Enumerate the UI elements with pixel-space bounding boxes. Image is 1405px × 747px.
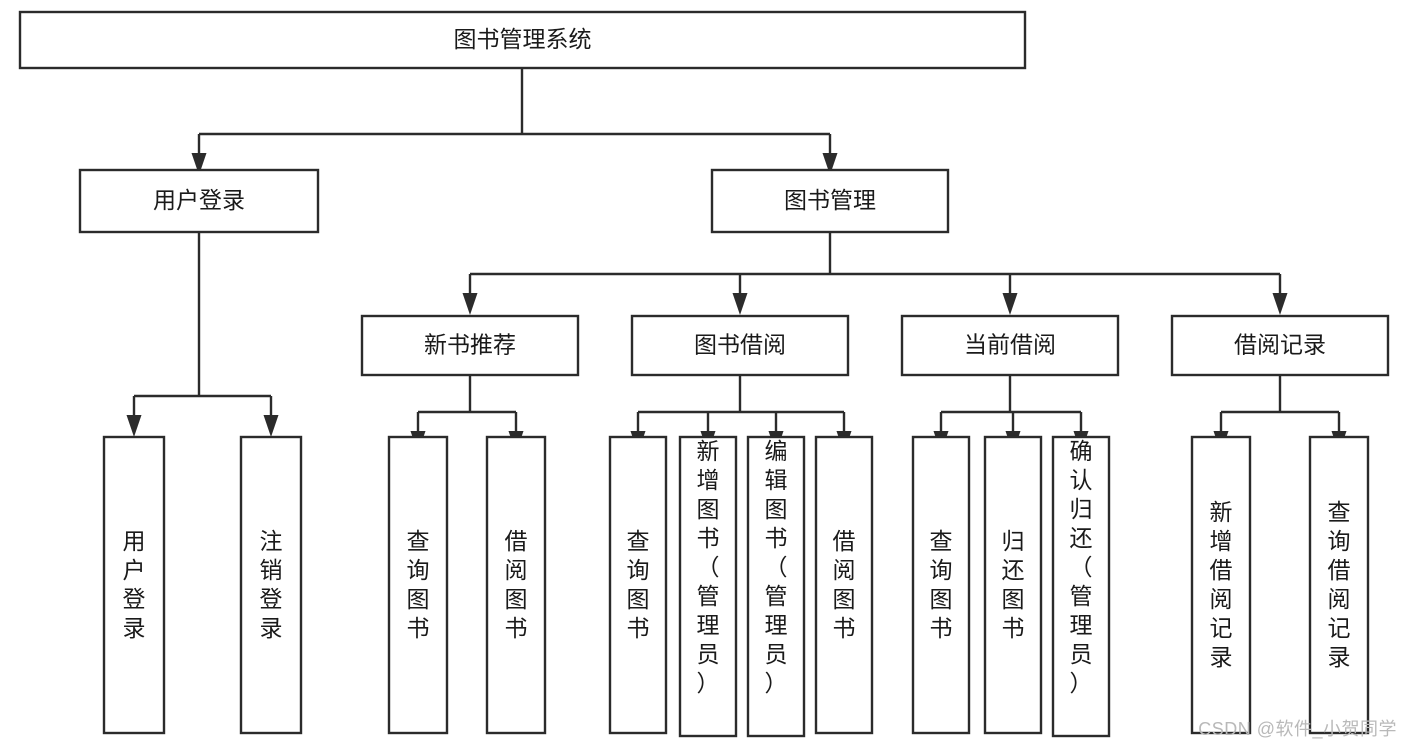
connector-level1-book-to-level2 [462,232,1288,315]
watermark-text: CSDN @软件_小贺同学 [1198,719,1397,739]
connector-layer [126,68,1347,453]
connector-root-to-level1 [191,68,838,175]
connector-user-login-to-leaves [126,232,279,437]
node-leaf-borrow-book-1[interactable]: 借阅图书 [485,435,547,735]
node-box[interactable] [630,314,850,377]
node-box[interactable] [814,435,874,735]
node-leaf-user-logout[interactable]: 注销登录 [239,435,303,735]
node-label: 用户登录 [123,528,146,641]
node-box[interactable] [983,435,1043,735]
arrow-head-icon [1272,293,1288,315]
node-label: 编辑图书（管理员） [765,438,788,696]
node-box[interactable] [710,168,950,234]
node-leaf-edit-book-admin[interactable]: 编辑图书（管理员） [746,435,806,738]
node-box[interactable] [1051,435,1111,738]
node-box[interactable] [1170,314,1390,377]
node-box[interactable] [608,435,668,735]
node-label: 图书借阅 [694,332,786,358]
node-label: 用户登录 [153,187,245,213]
node-box[interactable] [485,435,547,735]
node-box[interactable] [1308,435,1370,735]
arrow-head-icon [822,153,838,175]
arrow-head-icon [1002,293,1018,315]
node-label: 借阅记录 [1234,332,1326,358]
node-root[interactable]: 图书管理系统 [18,10,1027,70]
node-box[interactable] [678,435,738,738]
node-box[interactable] [360,314,580,377]
node-book-borrow[interactable]: 图书借阅 [630,314,850,377]
node-label: 查询借阅记录 [1328,499,1351,670]
arrow-head-icon [126,415,142,437]
node-box[interactable] [387,435,449,735]
node-label: 确认归还（管理员） [1070,438,1093,696]
node-label: 注销登录 [260,528,283,641]
node-leaf-return-book[interactable]: 归还图书 [983,435,1043,735]
node-new-book-recommend[interactable]: 新书推荐 [360,314,580,377]
node-label: 图书管理 [784,187,876,213]
node-borrow-record[interactable]: 借阅记录 [1170,314,1390,377]
node-box[interactable] [900,314,1120,377]
node-layer: 图书管理系统用户登录图书管理新书推荐图书借阅当前借阅借阅记录用户登录注销登录查询… [18,10,1390,738]
node-box[interactable] [78,168,320,234]
node-box[interactable] [1190,435,1252,735]
node-label: 新增图书（管理员） [697,438,720,696]
node-label: 借阅图书 [833,528,856,641]
arrow-head-icon [263,415,279,437]
node-label: 归还图书 [1002,528,1025,641]
node-box[interactable] [102,435,166,735]
node-leaf-query-borrow-record[interactable]: 查询借阅记录 [1308,435,1370,735]
node-leaf-add-book-admin[interactable]: 新增图书（管理员） [678,435,738,738]
arrow-head-icon [191,153,207,175]
node-label: 图书管理系统 [454,26,592,52]
arrow-head-icon [732,293,748,315]
node-current-borrow[interactable]: 当前借阅 [900,314,1120,377]
node-leaf-confirm-return-admin[interactable]: 确认归还（管理员） [1051,435,1111,738]
node-leaf-query-book-1[interactable]: 查询图书 [387,435,449,735]
node-leaf-query-book-2[interactable]: 查询图书 [608,435,668,735]
node-label: 查询图书 [627,528,650,641]
node-label: 查询图书 [930,528,953,641]
node-label: 查询图书 [407,528,430,641]
node-box[interactable] [911,435,971,735]
node-label: 借阅图书 [505,528,528,641]
node-label: 当前借阅 [964,332,1056,358]
node-leaf-add-borrow-record[interactable]: 新增借阅记录 [1190,435,1252,735]
arrow-head-icon [462,293,478,315]
node-box[interactable] [239,435,303,735]
node-label: 新书推荐 [424,332,516,358]
node-leaf-user-login[interactable]: 用户登录 [102,435,166,735]
node-leaf-query-book-3[interactable]: 查询图书 [911,435,971,735]
node-label: 新增借阅记录 [1210,499,1233,670]
node-leaf-borrow-book-2[interactable]: 借阅图书 [814,435,874,735]
node-user-login[interactable]: 用户登录 [78,168,320,234]
node-box[interactable] [18,10,1027,70]
node-book-manage[interactable]: 图书管理 [710,168,950,234]
node-box[interactable] [746,435,806,738]
